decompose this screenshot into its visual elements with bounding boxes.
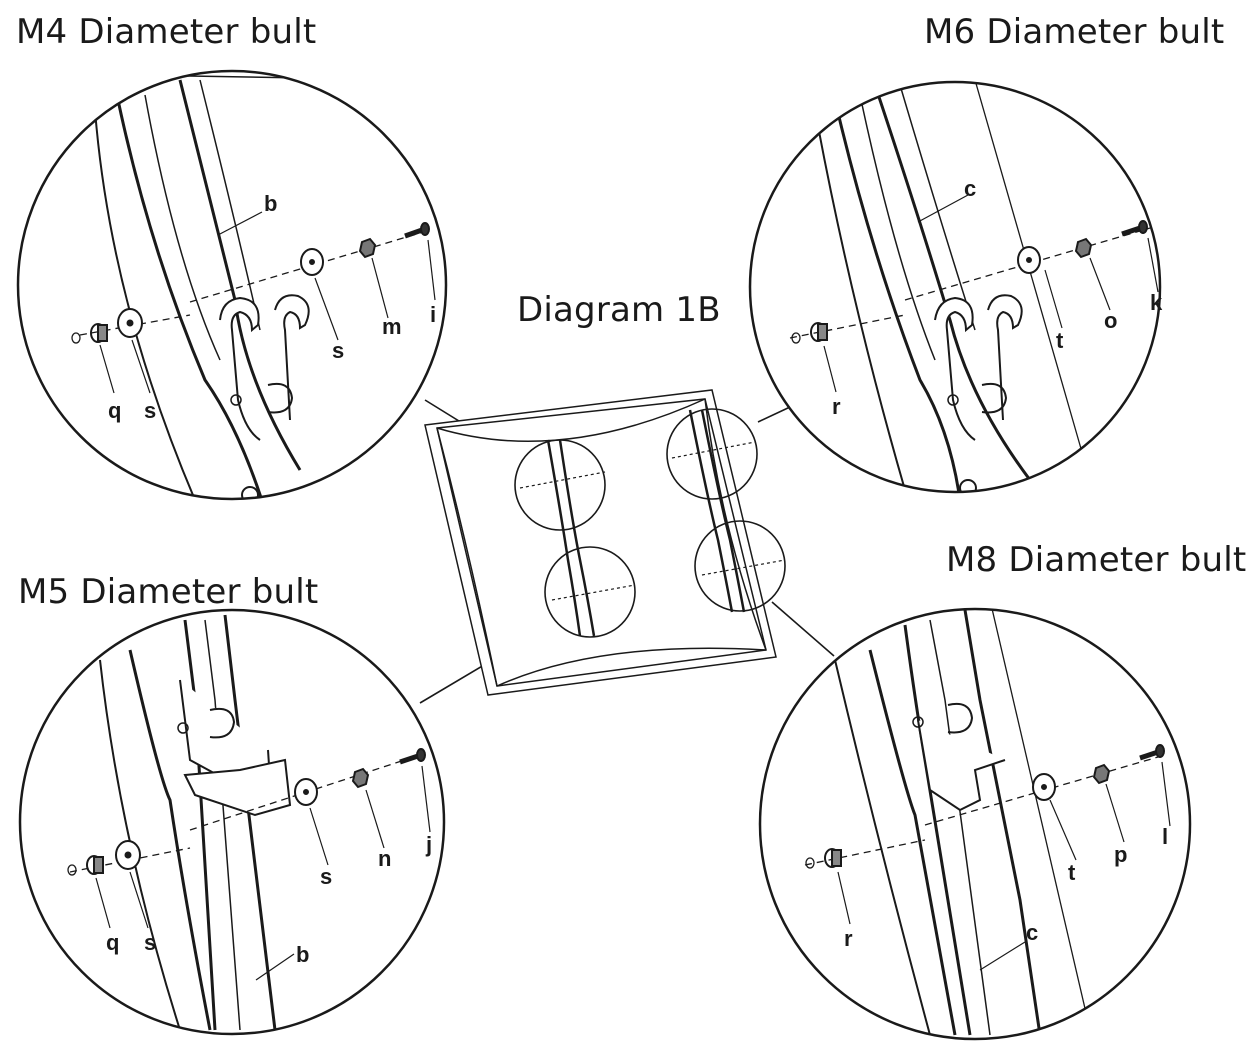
label-m5-part: b: [296, 942, 309, 967]
label-m6-rear-nut: r: [832, 394, 841, 419]
plate-detail-circles: [514, 408, 786, 638]
label-m8-nut: p: [1114, 842, 1127, 867]
label-m4-washer-front: s: [332, 338, 344, 363]
label-m5-screw: j: [425, 832, 432, 857]
heading-m4: M4 Diameter bult: [16, 12, 317, 52]
label-m4-screw: i: [430, 302, 436, 327]
heading-m8: M8 Diameter bult: [946, 540, 1246, 580]
heading-m5: M5 Diameter bult: [18, 572, 319, 612]
label-m5-rear-nut: q: [106, 930, 119, 955]
label-m8-part: c: [1026, 920, 1038, 945]
label-m6-screw: k: [1150, 290, 1163, 315]
detail-m6: c t o k r: [748, 80, 1163, 494]
label-m4-washer-rear: s: [144, 398, 156, 423]
label-m6-washer-front: t: [1056, 328, 1064, 353]
label-m5-nut: n: [378, 846, 391, 871]
label-m4-nut: m: [382, 314, 402, 339]
label-m6-nut: o: [1104, 308, 1117, 333]
label-m5-washer-rear: s: [144, 930, 156, 955]
detail-m5: s n j q s b: [18, 608, 446, 1036]
detail-m8: t p l r c: [758, 607, 1192, 1041]
label-m5-washer-front: s: [320, 864, 332, 889]
label-m8-washer-front: t: [1068, 860, 1076, 885]
label-m8-screw: l: [1162, 824, 1168, 849]
mounting-plate: [424, 389, 786, 696]
heading-center: Diagram 1B: [517, 290, 721, 330]
label-m6-part: c: [964, 176, 976, 201]
label-m8-rear-nut: r: [844, 926, 853, 951]
detail-m4: b s m i q s: [16, 69, 448, 501]
label-m4-rear-nut: q: [108, 398, 121, 423]
label-m4-part: b: [264, 191, 277, 216]
heading-m6: M6 Diameter bult: [924, 12, 1225, 52]
